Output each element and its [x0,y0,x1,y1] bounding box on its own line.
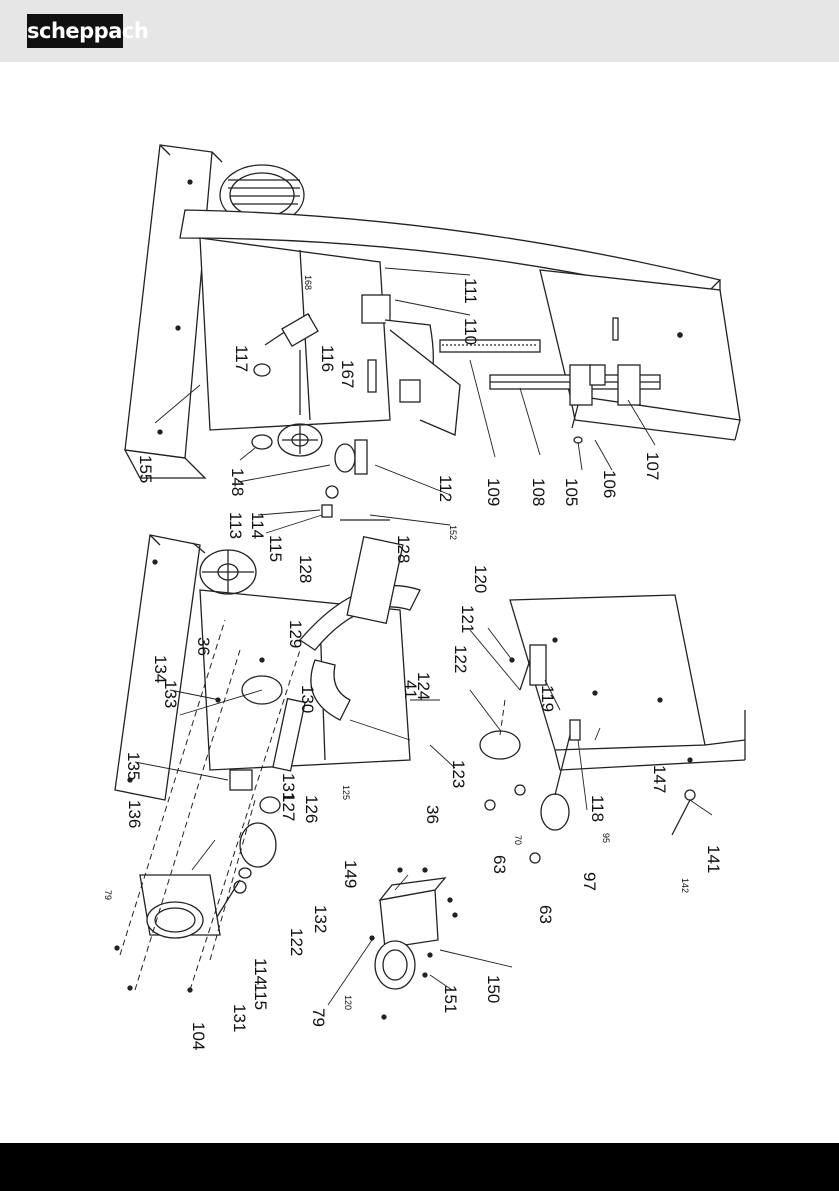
callout-119: 119 [538,685,557,712]
page-footer [0,1143,839,1191]
callout-125: 125 [341,785,351,800]
callout-118: 118 [588,795,607,822]
callout-130: 130 [298,685,317,713]
callout-108: 108 [529,478,548,506]
callout-70: 70 [513,835,523,845]
callout-122b: 122 [287,928,306,956]
nut-63b [530,853,540,863]
callout-36b: 36 [423,805,442,824]
drum-122 [480,731,520,759]
callout-120b: 120 [343,995,353,1010]
brand-logo: scheppach [27,14,123,48]
callout-115b: 115 [251,983,270,1010]
callout-147: 147 [650,765,669,793]
callout-155: 155 [136,455,155,483]
callout-167: 167 [338,360,357,388]
callout-121: 121 [458,605,477,633]
roller-132 [240,823,276,867]
handwheel-upper [278,424,322,456]
callout-112: 112 [436,475,455,502]
bushing-113 [335,444,355,472]
handwheel-lower [193,543,256,594]
lever-118 [570,720,580,740]
callout-109: 109 [484,478,503,506]
spring-119 [530,645,546,685]
callout-110: 110 [461,318,480,345]
callout-79a: 79 [103,890,113,900]
dust-port-136 [140,875,220,938]
callout-151: 151 [441,985,460,1013]
callout-117: 117 [232,345,251,372]
callout-150: 150 [484,975,503,1003]
callout-113: 113 [226,512,245,539]
washer-70 [515,785,525,795]
callout-104: 104 [189,1022,208,1050]
callout-41: 41 [401,680,420,699]
pin-105 [613,318,618,340]
callout-141: 141 [704,845,723,873]
bolt-115 [322,505,332,517]
callout-79b: 79 [309,1008,328,1027]
callout-106: 106 [600,470,619,498]
callout-107: 107 [643,452,662,480]
callout-114b: 114 [251,958,270,985]
callout-149: 149 [341,860,360,888]
callout-95: 95 [601,833,611,843]
callout-115: 115 [266,535,285,562]
callout-128b: 128 [394,535,413,563]
callout-135: 135 [124,752,143,780]
callout-152: 152 [448,525,458,540]
exploded-view-svg: 155 148 113 114 115 117 116 168 167 111 … [0,62,839,1143]
callout-111: 111 [461,278,480,304]
washer-114 [326,486,338,498]
callout-126: 126 [302,795,321,823]
callout-97: 97 [580,872,599,891]
exploded-parts-diagram: 155 148 113 114 115 117 116 168 167 111 … [0,62,839,1143]
callout-63a: 63 [490,855,509,874]
callout-131b: 131 [230,1004,249,1032]
callout-122a: 122 [451,645,470,673]
callout-129: 129 [286,620,305,648]
callout-133: 133 [161,680,180,708]
callout-114: 114 [248,512,267,539]
callout-128a: 128 [296,555,315,583]
callout-148: 148 [228,468,247,496]
ring-148 [252,435,272,449]
rack-109 [440,340,540,352]
callout-136: 136 [125,800,144,828]
ring-122b [239,868,251,878]
pin-112 [355,440,367,474]
callout-105: 105 [562,478,581,506]
callout-132: 132 [311,905,330,933]
callout-142: 142 [680,878,690,893]
part-97 [541,794,569,830]
callout-116: 116 [318,345,337,372]
callout-63b: 63 [536,905,555,924]
callout-36a: 36 [194,637,213,656]
base-plate-upper [540,270,740,440]
callout-123: 123 [449,760,468,788]
bolt-142 [672,800,690,835]
callout-168: 168 [303,275,313,290]
page-header: scheppach [0,0,839,62]
callout-127: 127 [279,793,298,821]
nut-141 [685,790,695,800]
nut-63a [485,800,495,810]
screw-121 [520,660,530,690]
callout-120a: 120 [471,565,490,593]
